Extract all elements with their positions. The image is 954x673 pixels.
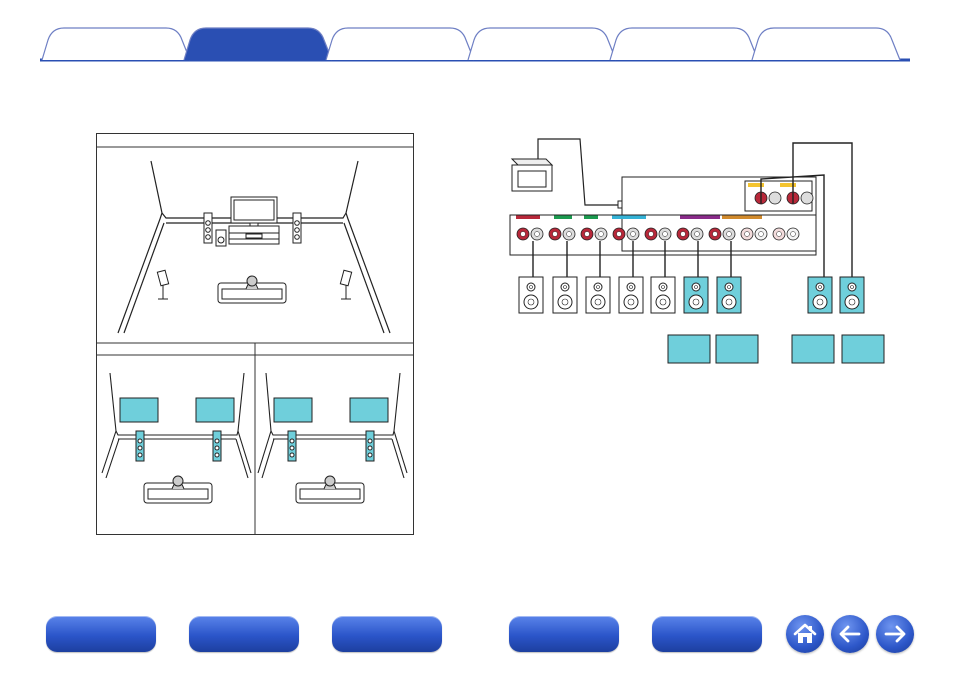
speaker-1: [518, 276, 544, 314]
nav-button-contents[interactable]: [46, 616, 156, 652]
speaker-cables: [532, 142, 853, 277]
nav-button-settings[interactable]: [509, 616, 619, 652]
speaker-label-boxes: [667, 334, 885, 364]
back-button[interactable]: [831, 615, 869, 653]
front-height-room-a: [101, 372, 252, 504]
forward-button[interactable]: [876, 615, 914, 653]
speaker-layout-panel: [96, 133, 414, 535]
speaker-row: [518, 276, 865, 314]
tab-4[interactable]: [467, 27, 617, 61]
front-height-room-b: [257, 372, 408, 504]
tab-bar: [40, 27, 910, 62]
subwoofer-cable: [537, 138, 625, 206]
tab-6[interactable]: [751, 27, 901, 61]
speaker-4: [618, 276, 644, 314]
surround-speaker-left: [156, 269, 170, 300]
terminal-minus: [768, 191, 782, 205]
nav-button-connections[interactable]: [189, 616, 299, 652]
tab-3[interactable]: [325, 27, 475, 61]
speaker-5: [650, 276, 676, 314]
label-box-4: [841, 334, 885, 364]
speaker-8: [807, 276, 833, 314]
height-speaker-box-1: [119, 397, 159, 423]
speaker-2: [552, 276, 578, 314]
nav-button-tips[interactable]: [652, 616, 762, 652]
height-speaker-box-3: [273, 397, 313, 423]
tv-and-rack: [228, 196, 280, 245]
center-subwoofer: [215, 229, 227, 247]
speaker-7: [716, 276, 742, 314]
sofa-listener: [217, 275, 287, 304]
front-speaker-right: [292, 212, 302, 244]
label-box-2: [715, 334, 759, 364]
home-icon: [793, 623, 817, 643]
speaker-6: [683, 276, 709, 314]
subwoofer: [510, 158, 554, 192]
nav-button-playback[interactable]: [332, 616, 442, 652]
height-speaker-box-2: [195, 397, 235, 423]
tab-5[interactable]: [609, 27, 759, 61]
speaker-3: [585, 276, 611, 314]
tab-2[interactable]: [183, 27, 333, 61]
back-arrow-icon: [839, 625, 861, 643]
surround-speaker-right: [339, 269, 353, 300]
home-button[interactable]: [786, 615, 824, 653]
receiver-back-panel: [509, 176, 817, 256]
terminal-minus: [800, 191, 814, 205]
front-speaker-left: [203, 212, 213, 244]
speaker-9: [839, 276, 865, 314]
height-speaker-box-4: [349, 397, 389, 423]
label-box-3: [791, 334, 835, 364]
tab-1[interactable]: [41, 27, 191, 61]
label-box-1: [667, 334, 711, 364]
speaker-wiring-diagram: [509, 138, 885, 364]
forward-arrow-icon: [884, 625, 906, 643]
